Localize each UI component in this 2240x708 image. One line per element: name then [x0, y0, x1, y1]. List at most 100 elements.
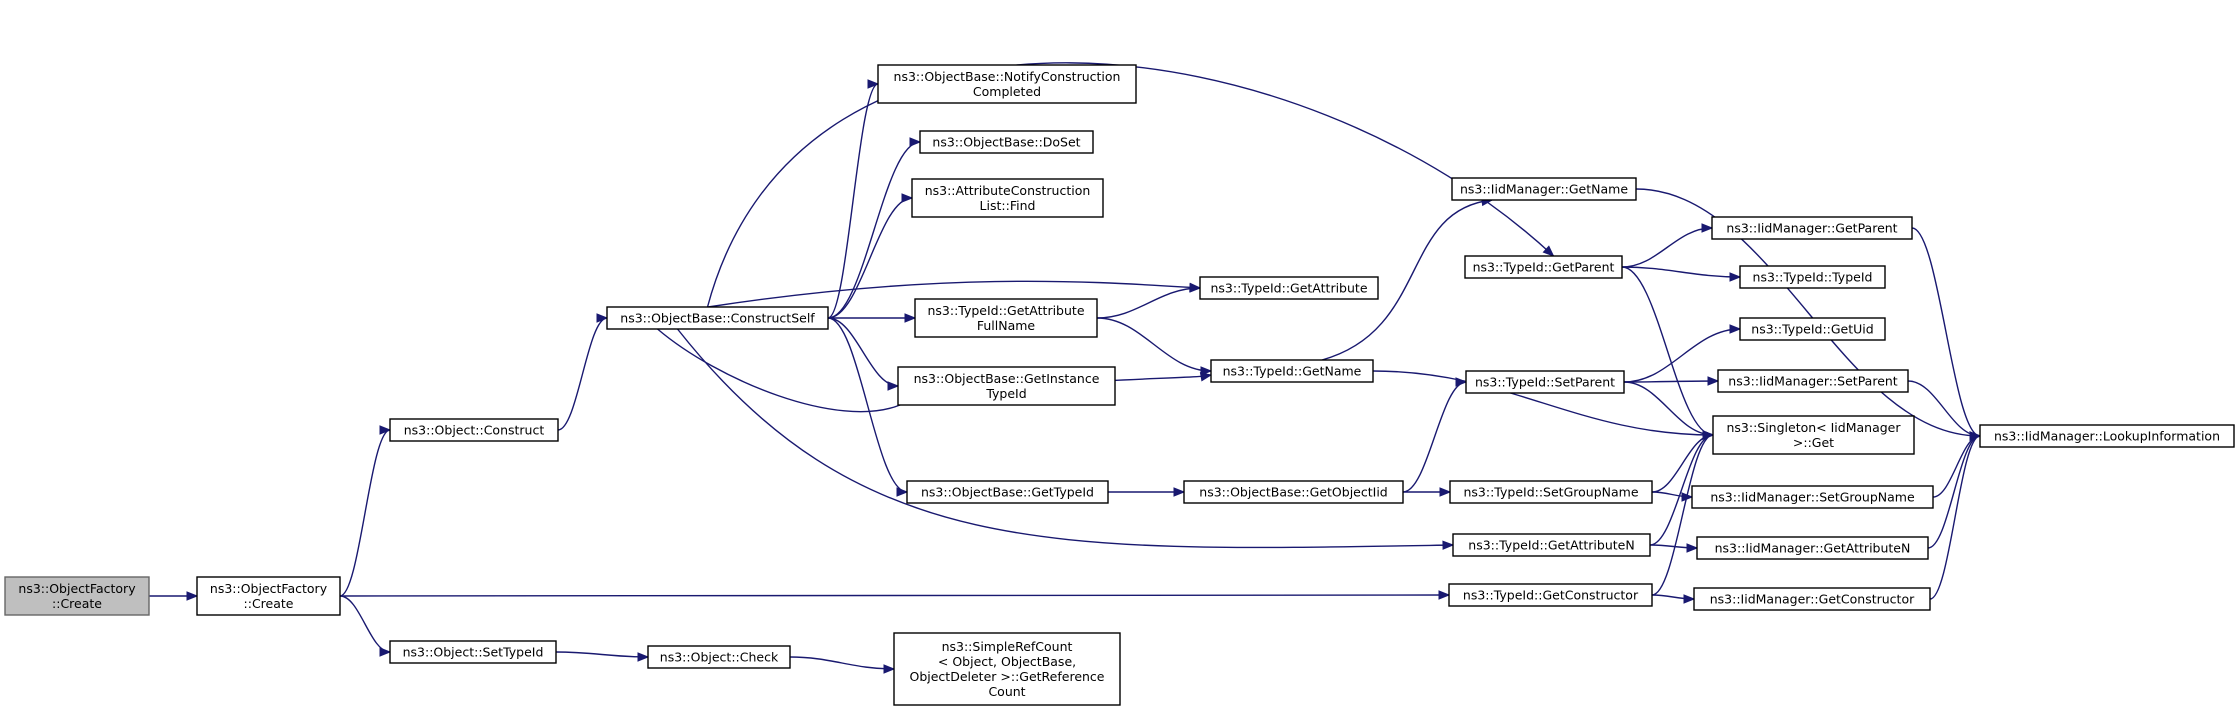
- edge-n3-n4-arrowhead: [867, 79, 880, 89]
- edge-n21-n22-arrowhead: [1729, 324, 1742, 334]
- node-label-line: ns3::SimpleRefCount: [942, 639, 1073, 654]
- edge-n3-n17: [827, 317, 908, 493]
- node-box: [606, 306, 829, 330]
- graph-node-n25[interactable]: ns3::IidManager::GetAttributeN: [1696, 536, 1929, 560]
- edge-n3-n24: [676, 328, 1454, 549]
- edge-n3-n24-arrowhead: [1442, 540, 1455, 550]
- node-box: [1979, 424, 2235, 448]
- edge-n25-n11: [1927, 435, 1981, 549]
- node-label-line: ns3::IidManager::GetName: [1460, 182, 1628, 197]
- graph-node-n10[interactable]: ns3::IidManager::GetName: [1451, 177, 1637, 201]
- edge-n14-n15-arrowhead: [1701, 223, 1714, 233]
- graph-node-n0[interactable]: ns3::ObjectFactory::Create: [4, 576, 150, 616]
- node-box: [1465, 370, 1625, 394]
- node-label-line: TypeId: [985, 386, 1026, 401]
- graph-node-n18[interactable]: ns3::ObjectBase::GetObjectIid: [1183, 480, 1404, 504]
- node-label-line: >::Get: [1793, 435, 1834, 450]
- graph-node-n12[interactable]: ns3::Singleton< IidManager>::Get: [1712, 415, 1915, 455]
- edge-n28-n29: [555, 651, 649, 658]
- nodes-layer: ns3::ObjectFactory::Createns3::ObjectFac…: [4, 64, 2235, 706]
- graph-node-n17[interactable]: ns3::ObjectBase::GetTypeId: [906, 480, 1109, 504]
- node-label-line: ns3::ObjectBase::NotifyConstruction: [894, 69, 1121, 84]
- graph-node-n26[interactable]: ns3::TypeId::GetConstructor: [1448, 583, 1653, 607]
- node-label-line: ns3::Singleton< IidManager: [1726, 420, 1901, 435]
- graph-node-n21[interactable]: ns3::TypeId::SetParent: [1465, 370, 1625, 394]
- edge-n3-n6-arrowhead: [901, 193, 914, 203]
- node-label-line: ns3::ObjectFactory: [210, 581, 328, 596]
- node-label-line: ns3::TypeId::GetAttribute: [1210, 281, 1367, 296]
- edge-n8-n9-arrowhead: [1200, 366, 1213, 376]
- graph-node-n24[interactable]: ns3::TypeId::GetAttributeN: [1452, 533, 1651, 557]
- node-box: [1464, 255, 1623, 279]
- graph-node-n23[interactable]: ns3::IidManager::SetParent: [1717, 369, 1909, 393]
- node-label-line: Count: [988, 684, 1025, 699]
- node-label-line: ns3::ObjectFactory: [18, 581, 136, 596]
- graph-node-n30[interactable]: ns3::SimpleRefCount< Object, ObjectBase,…: [893, 632, 1121, 706]
- edge-n27-n11: [1929, 435, 1981, 600]
- graph-node-n27[interactable]: ns3::IidManager::GetConstructor: [1693, 587, 1931, 611]
- graph-node-n2[interactable]: ns3::Object::Construct: [389, 418, 559, 442]
- node-box: [1696, 536, 1929, 560]
- graph-node-n19[interactable]: ns3::TypeId::SetGroupName: [1449, 480, 1653, 504]
- edge-n14-n16: [1621, 266, 1741, 278]
- node-box: [4, 576, 150, 616]
- edge-n18-n21-arrowhead: [1455, 377, 1468, 387]
- edge-n21-n12: [1623, 381, 1714, 436]
- node-label-line: ns3::AttributeConstruction: [925, 183, 1091, 198]
- graph-node-n16[interactable]: ns3::TypeId::TypeId: [1739, 265, 1886, 289]
- graph-node-n3[interactable]: ns3::ObjectBase::ConstructSelf: [606, 306, 829, 330]
- node-box: [647, 645, 791, 669]
- graph-node-n5[interactable]: ns3::ObjectBase::DoSet: [919, 130, 1094, 154]
- node-label-line: ns3::TypeId::GetAttribute: [927, 303, 1084, 318]
- edge-n8-n9: [1096, 317, 1212, 372]
- node-box: [1717, 369, 1909, 393]
- edge-n1-n26-arrowhead: [1438, 590, 1451, 600]
- edge-n9-n10: [1321, 199, 1493, 361]
- node-box: [1451, 177, 1637, 201]
- graph-node-n20[interactable]: ns3::IidManager::SetGroupName: [1691, 485, 1934, 509]
- edge-n20-n11: [1932, 435, 1981, 498]
- node-label-line: ns3::ObjectBase::GetInstance: [914, 371, 1100, 386]
- node-label-line: ns3::ObjectBase::GetTypeId: [921, 485, 1094, 500]
- node-label-line: ns3::TypeId::GetName: [1223, 364, 1362, 379]
- edge-n1-n2: [339, 429, 391, 597]
- graph-node-n4[interactable]: ns3::ObjectBase::NotifyConstructionCompl…: [877, 64, 1137, 104]
- edge-n15-n11: [1911, 227, 1981, 437]
- graph-node-n15[interactable]: ns3::IidManager::GetParent: [1711, 216, 1913, 240]
- node-box: [1448, 583, 1653, 607]
- node-box: [1739, 265, 1886, 289]
- node-box: [1210, 359, 1374, 383]
- graph-node-n9[interactable]: ns3::TypeId::GetName: [1210, 359, 1374, 383]
- node-label-line: ns3::TypeId::SetGroupName: [1463, 485, 1638, 500]
- graph-node-n14[interactable]: ns3::TypeId::GetParent: [1464, 255, 1623, 279]
- edge-n3-n8-arrowhead: [904, 313, 917, 323]
- edge-n0-n1-arrowhead: [186, 591, 199, 601]
- node-label-line: ns3::Object::SetTypeId: [403, 645, 544, 660]
- node-label-line: ns3::TypeId::GetParent: [1473, 260, 1615, 275]
- edge-n18-n21: [1402, 381, 1467, 493]
- node-label-line: ns3::TypeId::SetParent: [1475, 375, 1615, 390]
- graph-node-n29[interactable]: ns3::Object::Check: [647, 645, 791, 669]
- graph-node-n11[interactable]: ns3::IidManager::LookupInformation: [1979, 424, 2235, 448]
- node-box: [914, 298, 1098, 338]
- edge-n3-n13-arrowhead: [887, 381, 900, 391]
- node-box: [1449, 480, 1653, 504]
- graph-node-n22[interactable]: ns3::TypeId::GetUid: [1739, 317, 1886, 341]
- edge-n8-n7-arrowhead: [1189, 283, 1202, 293]
- node-box: [1693, 587, 1931, 611]
- edge-n23-n11: [1907, 380, 1981, 437]
- node-label-line: ns3::ObjectBase::GetObjectIid: [1199, 485, 1387, 500]
- edge-n3-n14-arrowhead: [1542, 245, 1555, 257]
- edge-n3-n17-arrowhead: [896, 487, 909, 497]
- graph-node-n7[interactable]: ns3::TypeId::GetAttribute: [1199, 276, 1379, 300]
- node-label-line: ns3::TypeId::GetAttributeN: [1468, 538, 1634, 553]
- edge-n21-n22: [1623, 328, 1741, 383]
- graph-node-n28[interactable]: ns3::Object::SetTypeId: [389, 640, 557, 664]
- edge-n26-n12: [1651, 434, 1714, 596]
- graph-node-n1[interactable]: ns3::ObjectFactory::Create: [196, 576, 341, 616]
- node-label-line: ns3::TypeId::GetUid: [1751, 322, 1873, 337]
